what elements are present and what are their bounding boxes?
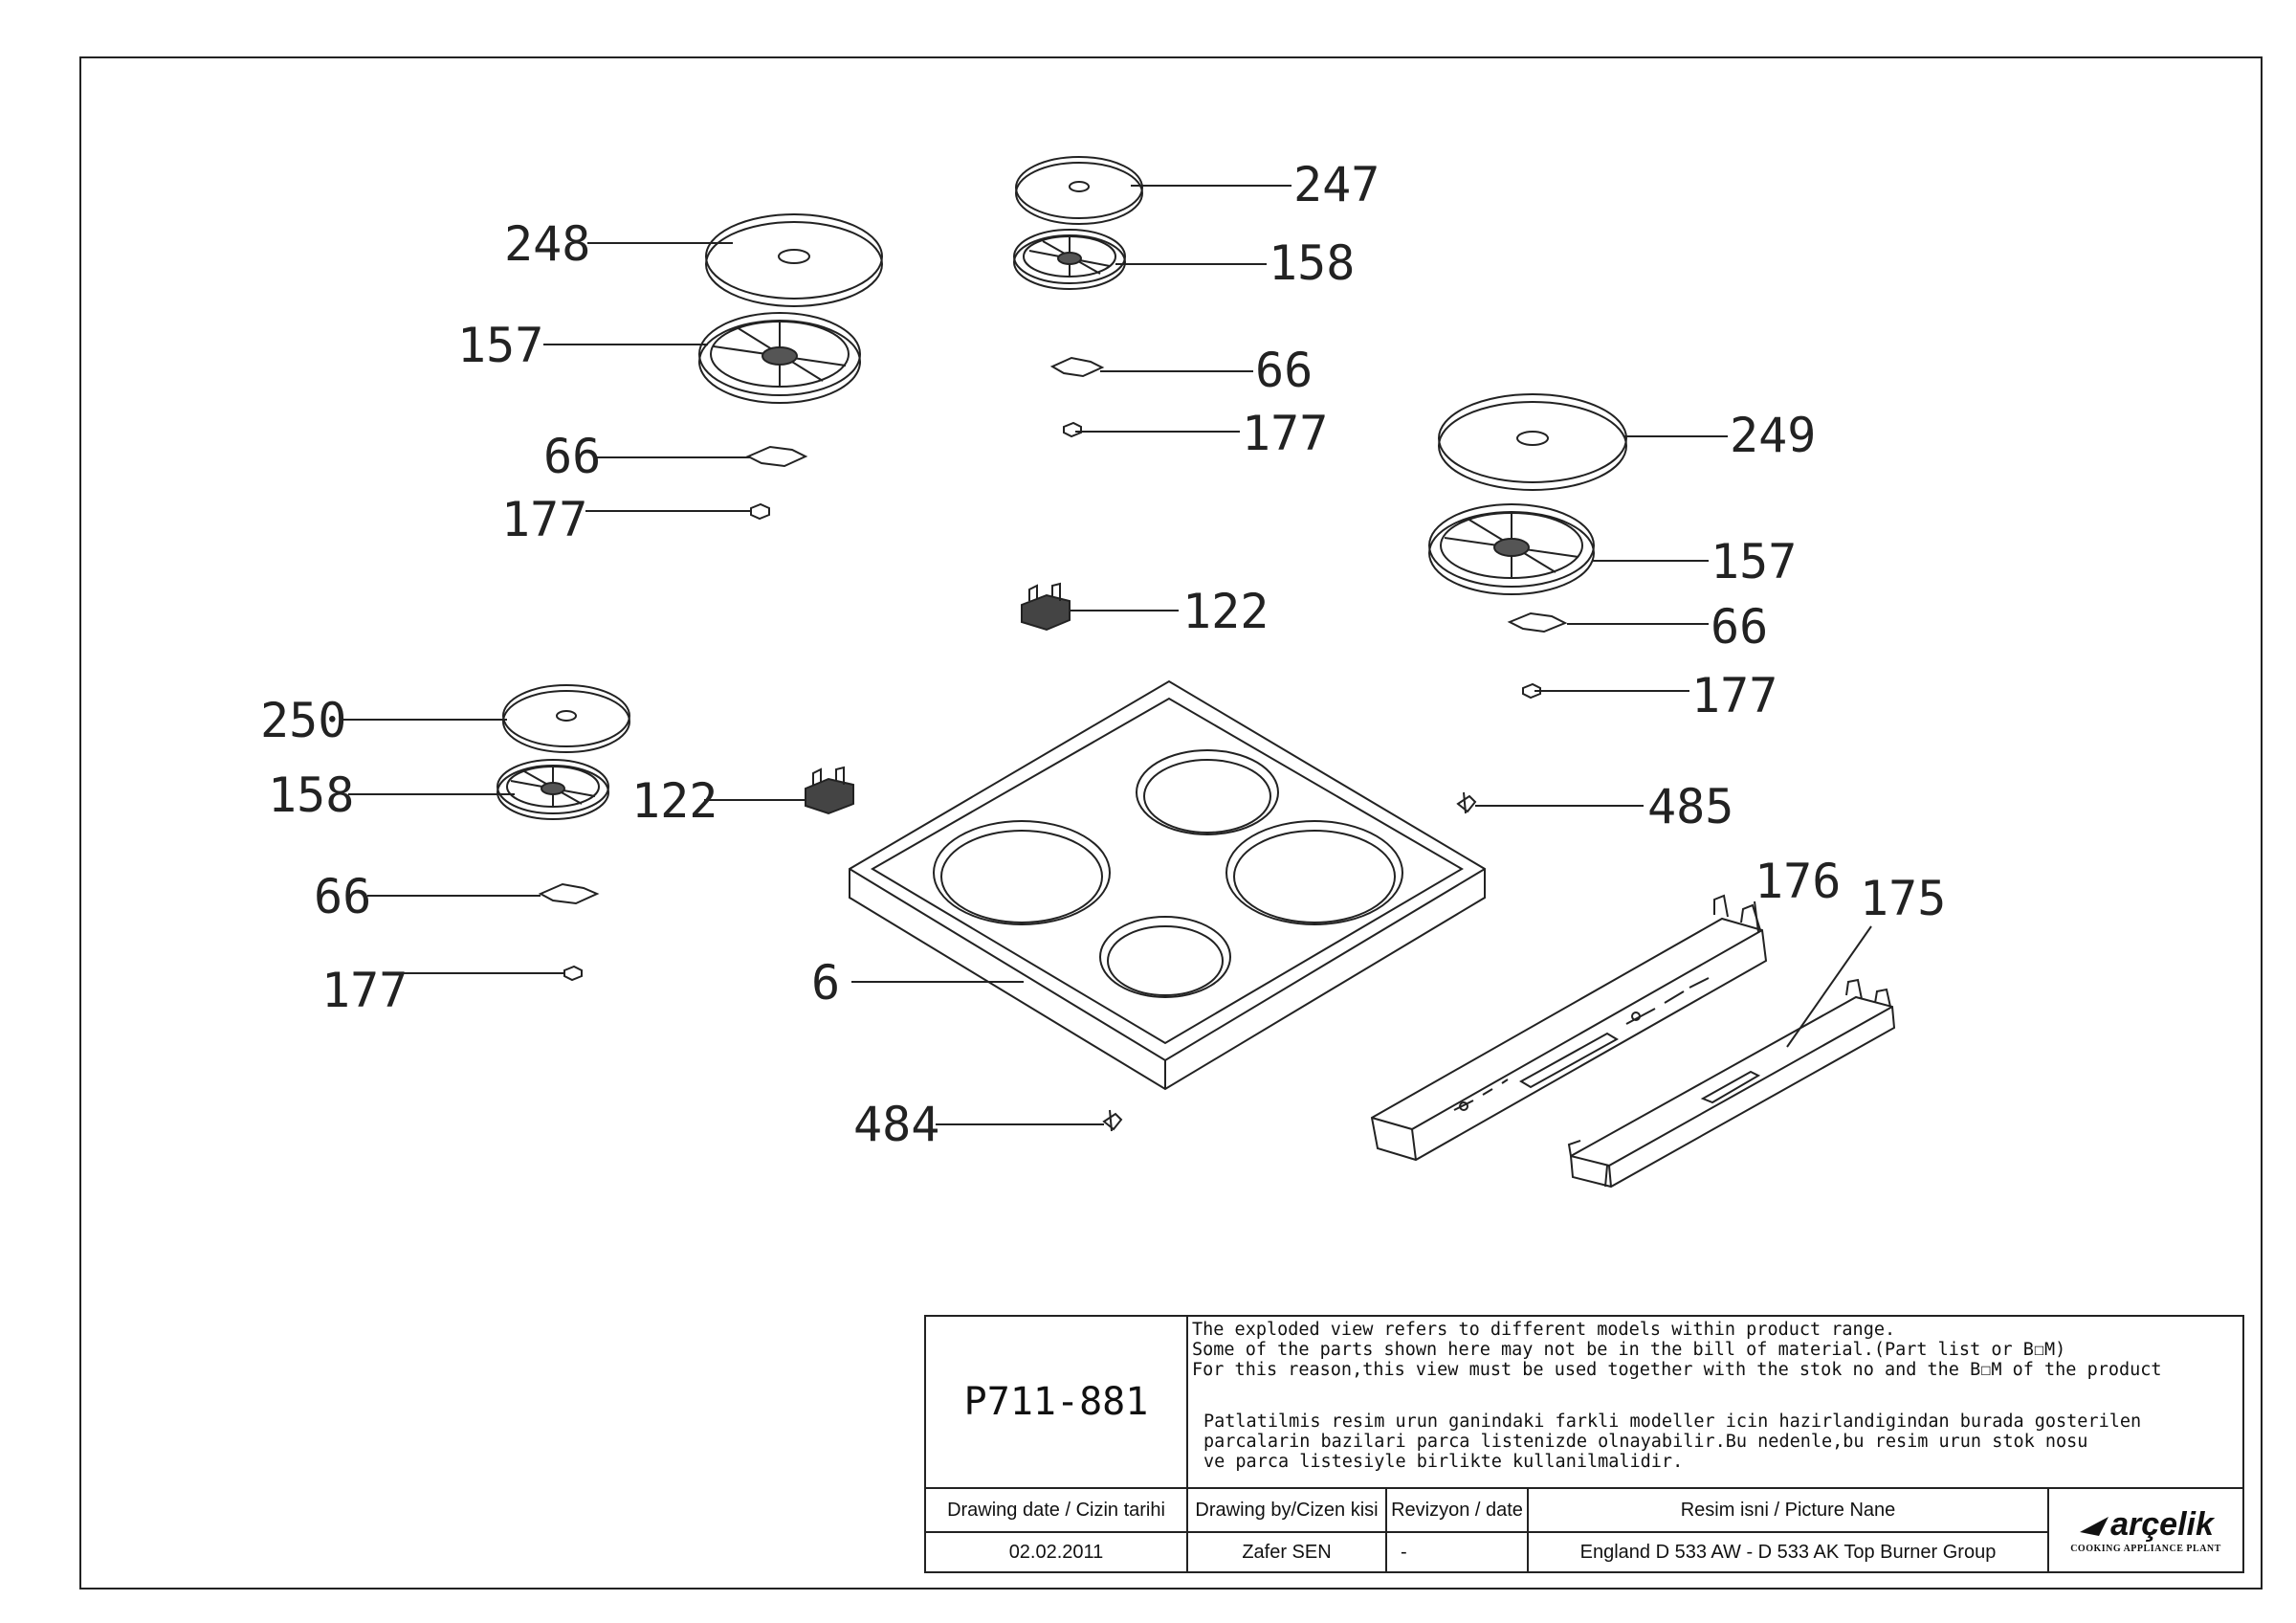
burner-cap-247 xyxy=(1015,156,1143,225)
burner-cap-249 xyxy=(1438,393,1627,491)
header-picture-name: Resim isni / Picture Nane xyxy=(1680,1499,1896,1521)
label-6: 6 xyxy=(811,955,840,1011)
value-revision: - xyxy=(1401,1541,1407,1563)
support-rail-175 xyxy=(1567,978,1896,1189)
note-tr-2: parcalarin bazilari parca listenizde oln… xyxy=(1203,1432,2088,1452)
title-block: P711-881 The exploded view refers to dif… xyxy=(924,1315,2244,1573)
label-66-right: 66 xyxy=(1711,599,1768,655)
label-247: 247 xyxy=(1293,157,1380,212)
label-177-top: 177 xyxy=(1242,406,1328,461)
logo-wordmark: arçelik xyxy=(2110,1506,2214,1543)
label-177-left: 177 xyxy=(501,492,587,547)
burner-base-158-top xyxy=(1013,229,1126,290)
label-248: 248 xyxy=(504,216,590,272)
label-177-lower: 177 xyxy=(321,963,408,1018)
label-158-top: 158 xyxy=(1269,235,1355,291)
burner-base-158-left xyxy=(497,759,609,820)
burner-base-157-left xyxy=(698,312,861,404)
nut-177-top xyxy=(1063,421,1082,438)
label-177-right: 177 xyxy=(1691,668,1777,723)
label-484: 484 xyxy=(853,1097,939,1152)
spreader-66-right xyxy=(1507,611,1568,634)
arcelik-logo: arçelik COOKING APPLIANCE PLANT xyxy=(2049,1489,2242,1571)
note-en-1: The exploded view refers to different mo… xyxy=(1192,1320,1896,1340)
clip-485 xyxy=(1456,791,1477,814)
burner-cap-248 xyxy=(705,213,883,307)
note-tr-1: Patlatilmis resim urun ganindaki farkli … xyxy=(1203,1412,2142,1432)
label-158-left: 158 xyxy=(268,767,354,823)
header-drawing-date: Drawing date / Cizin tarihi xyxy=(947,1499,1165,1521)
label-250: 250 xyxy=(260,693,346,748)
value-drawing-date: 02.02.2011 xyxy=(1008,1541,1104,1563)
spreader-66-left xyxy=(745,445,808,468)
burner-cap-250 xyxy=(502,684,630,753)
label-249: 249 xyxy=(1730,408,1816,463)
hob-top-6 xyxy=(849,679,1486,1091)
spreader-66-top xyxy=(1049,356,1105,378)
ignition-switch-122-center xyxy=(1021,582,1071,632)
label-66-top: 66 xyxy=(1255,343,1313,398)
value-drawing-by: Zafer SEN xyxy=(1242,1541,1332,1563)
logo-swoosh-icon xyxy=(2080,1516,2109,1536)
header-revision: Revizyon / date xyxy=(1391,1499,1523,1521)
label-176: 176 xyxy=(1755,854,1841,909)
note-tr-3: ve parca listesiyle birlikte kullanilmal… xyxy=(1203,1452,1684,1472)
notes-turkish: Patlatilmis resim urun ganindaki farkli … xyxy=(1200,1409,2242,1487)
leader-lines xyxy=(341,185,1872,1125)
label-122-left: 122 xyxy=(631,773,718,829)
spreader-66-lower xyxy=(538,882,600,905)
label-485: 485 xyxy=(1647,779,1733,834)
logo-tagline: COOKING APPLIANCE PLANT xyxy=(2070,1544,2221,1554)
nut-177-left xyxy=(750,502,770,521)
nut-177-right xyxy=(1522,682,1541,700)
support-rail-176 xyxy=(1370,894,1768,1162)
value-picture-name: England D 533 AW - D 533 AK Top Burner G… xyxy=(1579,1541,1997,1563)
label-122-center: 122 xyxy=(1182,584,1269,639)
label-157-right: 157 xyxy=(1711,534,1797,589)
drawing-frame xyxy=(79,56,2263,1590)
clip-484 xyxy=(1102,1109,1123,1132)
note-en-3: For this reason,this view must be used t… xyxy=(1192,1360,2162,1380)
drawing-code: P711-881 xyxy=(963,1380,1149,1424)
label-175: 175 xyxy=(1860,871,1946,926)
label-66-left: 66 xyxy=(543,429,601,484)
ignition-switch-122-left xyxy=(805,766,854,815)
note-en-2: Some of the parts shown here may not be … xyxy=(1192,1340,2066,1360)
burner-base-157-right xyxy=(1428,503,1595,595)
header-drawing-by: Drawing by/Cizen kisi xyxy=(1195,1499,1379,1521)
label-157-left: 157 xyxy=(457,318,543,373)
label-66-lower: 66 xyxy=(314,869,371,924)
notes-english: The exploded view refers to different mo… xyxy=(1188,1317,2242,1403)
nut-177-lower xyxy=(563,965,583,982)
